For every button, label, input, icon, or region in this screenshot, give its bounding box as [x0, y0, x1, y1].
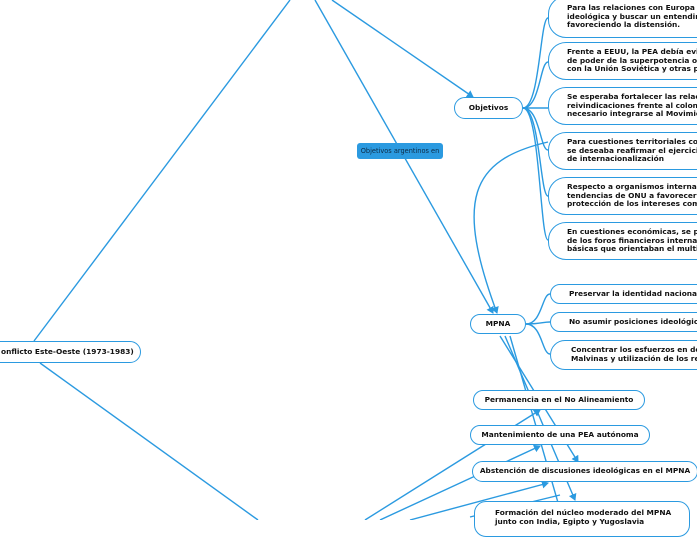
bottom-node-nucleo-moderado[interactable]: Formación del núcleo moderado del MPNA j…	[474, 501, 690, 537]
bottom-node-abstencion[interactable]: Abstención de discusiones ideológicas en…	[472, 461, 697, 482]
objetivos-node[interactable]: Objetivos	[454, 97, 523, 119]
bottom-node-text: Formación del núcleo moderado del MPNA j…	[495, 508, 672, 526]
bottom-node-pea-autonoma[interactable]: Mantenimiento de una PEA autónoma	[470, 425, 650, 445]
mpna-item[interactable]: Preservar la identidad nacional de	[550, 284, 697, 304]
mpna-item[interactable]: Concentrar los esfuerzos en dos Malvinas…	[550, 340, 697, 370]
relation-label[interactable]: Objetivos argentinos en	[357, 143, 443, 159]
mpna-label: MPNA	[485, 318, 511, 328]
bottom-node-text: Mantenimiento de una PEA autónoma	[481, 429, 639, 439]
objetivo-text: Para cuestiones territoriales com se des…	[567, 137, 697, 164]
mpna-item-text: No asumir posiciones ideológicas	[569, 316, 697, 326]
objetivo-item[interactable]: Se esperaba fortalecer las relacio reivi…	[548, 87, 697, 125]
mpna-item[interactable]: No asumir posiciones ideológicas	[550, 312, 697, 332]
link-hub-root	[33, 0, 291, 342]
bottom-node-text: Permanencia en el No Alineamiento	[484, 394, 634, 404]
objetivo-text: Respecto a organismos internacio tendenc…	[567, 182, 697, 209]
mpna-node[interactable]: MPNA	[470, 314, 526, 334]
objetivo-item[interactable]: Frente a EEUU, la PEA debía evita de pod…	[548, 42, 697, 80]
objetivos-label: Objetivos	[468, 102, 509, 112]
objetivo-text: Para las relaciones con Europa o ideológ…	[567, 3, 697, 30]
objetivo-text: En cuestiones económicas, se par de los …	[567, 227, 697, 254]
bottom-node-no-alineamiento[interactable]: Permanencia en el No Alineamiento	[473, 390, 645, 410]
objetivo-item[interactable]: Para las relaciones con Europa o ideológ…	[548, 0, 697, 38]
objetivo-item[interactable]: Para cuestiones territoriales com se des…	[548, 132, 697, 170]
relation-label-text: Objetivos argentinos en	[360, 147, 440, 155]
objetivo-item[interactable]: En cuestiones económicas, se par de los …	[548, 222, 697, 260]
objetivo-text: Frente a EEUU, la PEA debía evita de pod…	[567, 47, 697, 74]
mpna-item-text: Concentrar los esfuerzos en dos Malvinas…	[571, 345, 697, 363]
link-hub-objetivos	[331, 0, 474, 98]
objetivo-text: Se esperaba fortalecer las relacio reivi…	[567, 92, 697, 119]
mpna-item-text: Preservar la identidad nacional de	[569, 288, 697, 298]
link-territorial-mpna	[473, 141, 549, 314]
objetivo-item[interactable]: Respecto a organismos internacio tendenc…	[548, 177, 697, 215]
root-node[interactable]: onflicto Este-Oeste (1973-1983)	[0, 341, 141, 363]
link-root-down	[39, 362, 259, 520]
root-label: onflicto Este-Oeste (1973-1983)	[1, 346, 134, 356]
bottom-node-text: Abstención de discusiones ideológicas en…	[479, 466, 691, 476]
